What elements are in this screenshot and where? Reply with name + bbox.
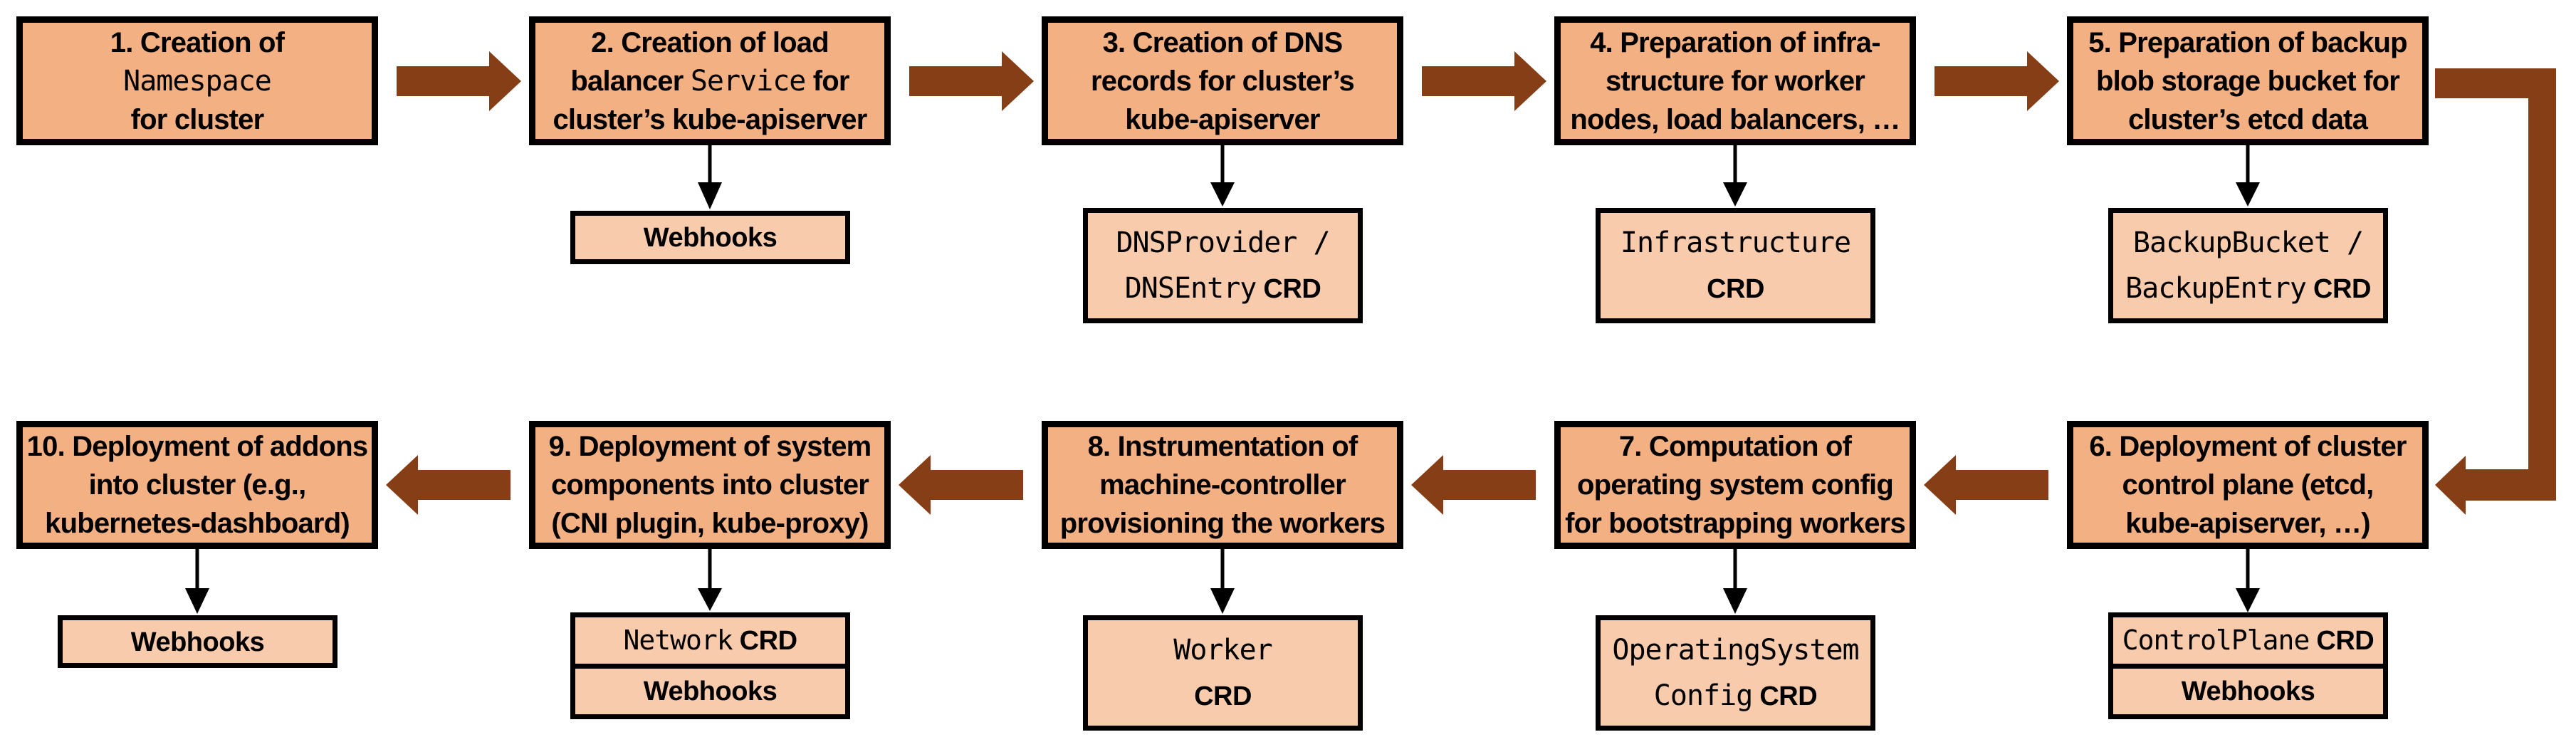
flow-arrow-step9-step10	[386, 455, 511, 515]
step-10-webhooks-box: Webhooks	[58, 615, 337, 668]
flow-arrow-step8-step9	[899, 455, 1023, 515]
crd-arrow-step8	[1210, 549, 1235, 614]
step-3-crd-box: DNSProvider /DNSEntry CRD	[1083, 208, 1363, 323]
flow-arrow-step2-step3	[909, 51, 1034, 111]
crd-arrow-step3	[1210, 145, 1235, 207]
cell-divider	[2113, 663, 2383, 669]
step-2-webhooks-box: Webhooks	[570, 211, 850, 264]
step-6-crd-label: ControlPlane CRD	[2122, 624, 2375, 656]
crd-arrow-step2	[698, 145, 722, 209]
step-6-webhooks-label: Webhooks	[2181, 676, 2315, 707]
step-5-crd-box: BackupBucket /BackupEntry CRD	[2108, 208, 2388, 323]
step-2-webhooks-label: Webhooks	[643, 223, 777, 253]
step-10-webhooks-label: Webhooks	[130, 627, 265, 657]
crd-arrow-step4	[1723, 145, 1747, 207]
cell-divider	[575, 663, 845, 669]
step-4-box: 4. Preparation of infra-structure for wo…	[1554, 16, 1916, 145]
crd-arrow-step9	[698, 549, 722, 611]
crd-arrow-step10	[185, 549, 209, 614]
elbow-connector-step5-step6	[2435, 68, 2556, 515]
crd-arrow-step6	[2236, 549, 2260, 612]
step-9-crd-label: Network CRD	[623, 624, 797, 656]
step-9-crd-webhooks-box: Network CRD Webhooks	[570, 612, 850, 719]
flow-arrow-step1-step2	[397, 51, 521, 111]
step-6-crd-webhooks-box: ControlPlane CRD Webhooks	[2108, 612, 2388, 719]
flow-arrow-step6-step7	[1924, 455, 2048, 515]
step-5-crd-label: BackupBucket /BackupEntry CRD	[2125, 226, 2371, 305]
flow-arrow-step3-step4	[1422, 51, 1546, 111]
step-4-label: 4. Preparation of infra-structure for wo…	[1570, 26, 1900, 135]
crd-arrow-step5	[2236, 145, 2260, 207]
flow-arrow-step7-step8	[1411, 455, 1536, 515]
flow-arrow-step4-step5	[1934, 51, 2059, 111]
step-3-crd-label: DNSProvider /DNSEntry CRD	[1116, 226, 1330, 305]
step-9-webhooks-label: Webhooks	[643, 676, 777, 707]
crd-arrow-step7	[1723, 549, 1747, 614]
